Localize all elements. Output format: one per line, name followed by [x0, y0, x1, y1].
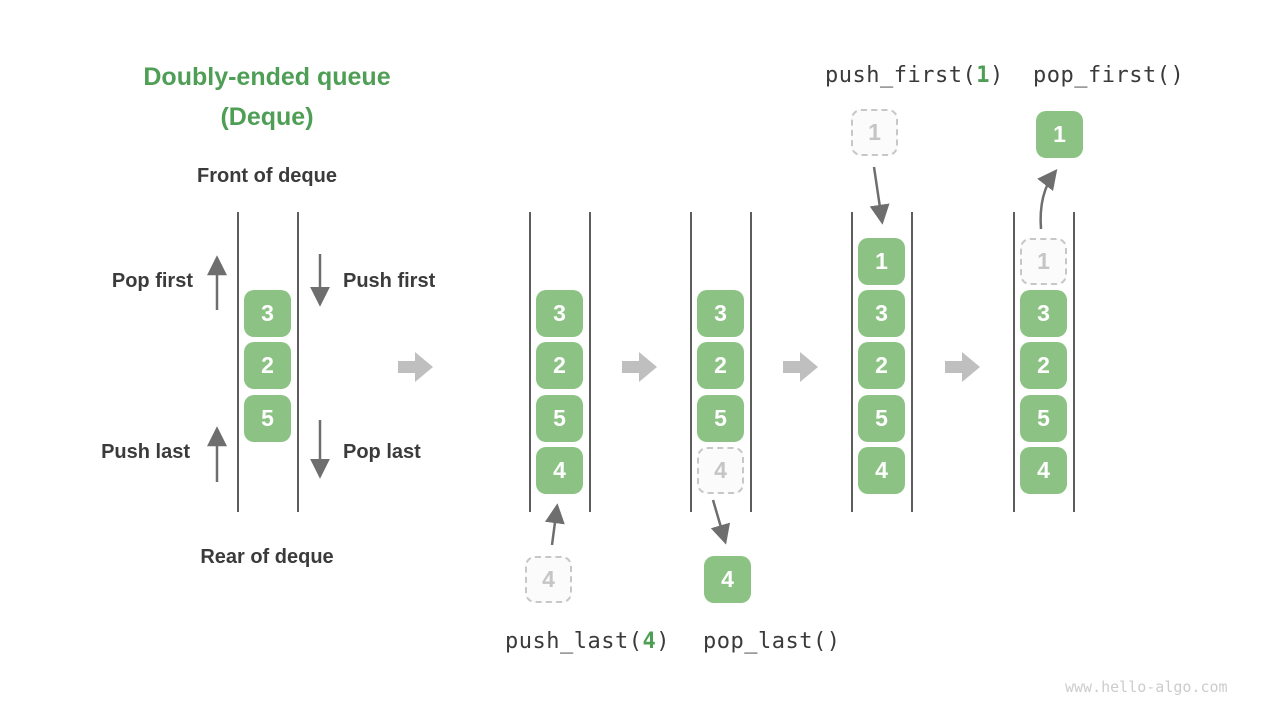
- queue-stage-4-after-push-first: 1 3 2 5 4: [851, 212, 913, 512]
- stage-arrow-2: [622, 352, 657, 382]
- stage-arrow-4: [945, 352, 980, 382]
- push-last-insert-arrow: [544, 503, 565, 546]
- deque-cell-3: 3: [244, 290, 291, 337]
- deque-cell-2: 2: [1020, 342, 1067, 389]
- ghost-cell-push-first-source: 1: [851, 109, 898, 156]
- rear-of-deque-label: Rear of deque: [200, 546, 334, 568]
- push-first-label: Push first: [343, 270, 436, 292]
- title-line-2: (Deque): [220, 103, 314, 131]
- queue-wall-right: [750, 212, 752, 512]
- title-line-1: Doubly-ended queue: [143, 63, 391, 91]
- deque-cell-5: 5: [244, 395, 291, 442]
- queue-stage-2-after-push-last: 3 2 5 4: [529, 212, 591, 512]
- deque-cell-4: 4: [858, 447, 905, 494]
- queue-stage-5-after-pop-first: 1 3 2 5 4: [1013, 212, 1075, 512]
- push-first-code-prefix: push_first(: [825, 63, 977, 88]
- ghost-cell-1: 1: [1020, 238, 1067, 285]
- pop-last-operation-caption: pop_last(): [703, 629, 841, 654]
- pop-first-operation-caption: pop_first(): [1033, 63, 1185, 88]
- queue-wall-left: [851, 212, 853, 512]
- stage-arrow-3: [783, 352, 818, 382]
- ghost-cell-push-last-source: 4: [525, 556, 572, 603]
- deque-cell-3: 3: [536, 290, 583, 337]
- deque-cell-3: 3: [697, 290, 744, 337]
- deque-cell-pop-last-result: 4: [704, 556, 751, 603]
- queue-wall-right: [589, 212, 591, 512]
- deque-cell-3: 3: [1020, 290, 1067, 337]
- deque-cell-3: 3: [858, 290, 905, 337]
- deque-cell-1: 1: [858, 238, 905, 285]
- queue-wall-right: [911, 212, 913, 512]
- deque-cell-2: 2: [536, 342, 583, 389]
- deque-cell-5: 5: [536, 395, 583, 442]
- deque-cell-2: 2: [697, 342, 744, 389]
- stage-arrow-1: [398, 352, 433, 382]
- deque-cell-2: 2: [858, 342, 905, 389]
- deque-cell-4: 4: [1020, 447, 1067, 494]
- queue-stage-1-initial: 3 2 5: [237, 212, 299, 512]
- queue-wall-left: [237, 212, 239, 512]
- queue-wall-right: [1073, 212, 1075, 512]
- deque-cell-5: 5: [697, 395, 744, 442]
- push-last-label: Push last: [101, 441, 190, 463]
- deque-cell-5: 5: [1020, 395, 1067, 442]
- push-last-code-arg: 4: [642, 629, 657, 654]
- deque-cell-2: 2: [244, 342, 291, 389]
- page-title: Doubly-ended queue (Deque): [97, 57, 437, 137]
- push-first-operation-caption: push_first(1): [825, 63, 1004, 88]
- queue-wall-left: [1013, 212, 1015, 512]
- push-first-code-suffix: ): [989, 63, 1004, 88]
- push-last-operation-caption: push_last(4): [505, 629, 670, 654]
- deque-cell-pop-first-result: 1: [1036, 111, 1083, 158]
- push-last-code-suffix: ): [656, 629, 670, 654]
- ghost-cell-4: 4: [697, 447, 744, 494]
- pop-last-label: Pop last: [343, 441, 421, 463]
- queue-wall-right: [297, 212, 299, 512]
- queue-wall-left: [690, 212, 692, 512]
- push-last-code-prefix: push_last(: [505, 629, 643, 654]
- pop-first-label: Pop first: [111, 270, 193, 292]
- queue-stage-3-after-pop-last: 3 2 5 4: [690, 212, 752, 512]
- watermark: www.hello-algo.com: [1065, 678, 1228, 696]
- deque-cell-4: 4: [536, 447, 583, 494]
- front-of-deque-label: Front of deque: [197, 165, 337, 187]
- queue-wall-left: [529, 212, 531, 512]
- deque-cell-5: 5: [858, 395, 905, 442]
- push-first-code-arg: 1: [976, 63, 990, 88]
